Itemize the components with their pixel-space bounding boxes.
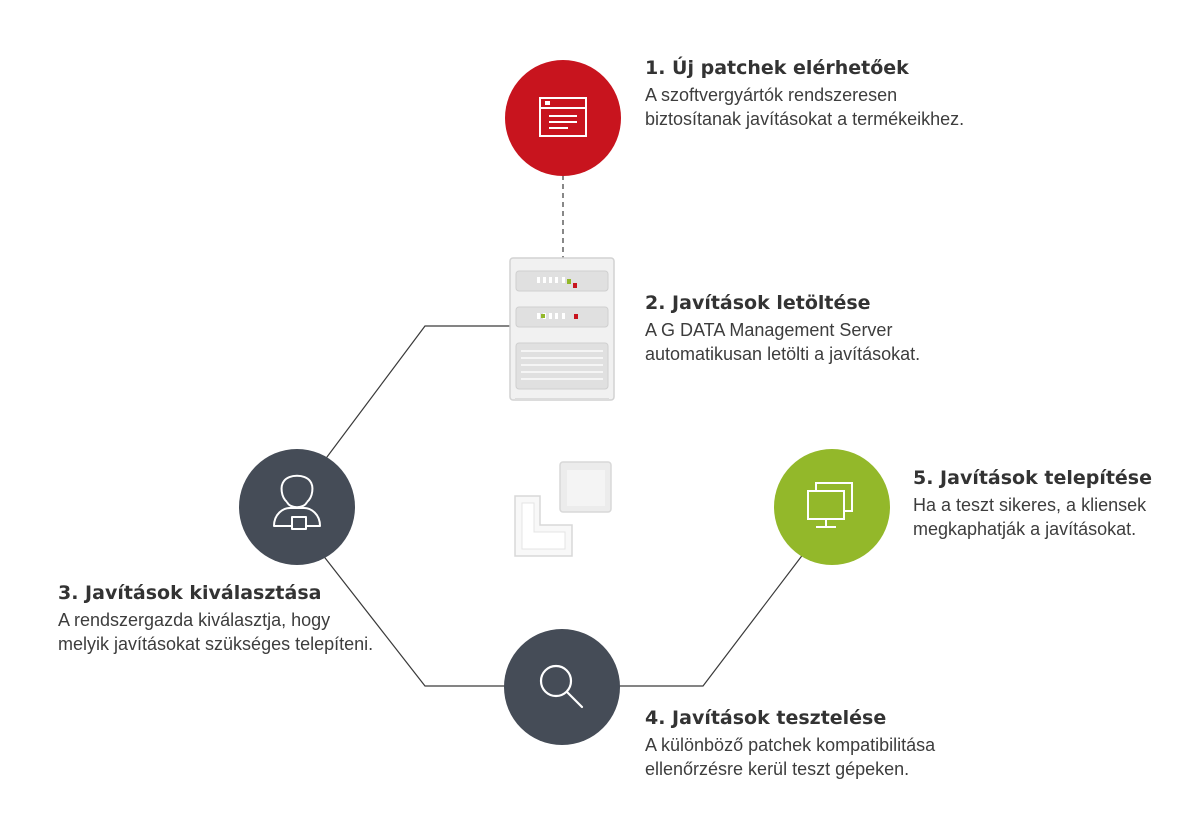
magnifier-icon xyxy=(539,664,584,709)
connector-server-to-admin xyxy=(317,325,510,470)
logo-mark xyxy=(514,461,612,557)
step-title: 2. Javítások letöltése xyxy=(645,292,871,314)
step-1-node xyxy=(505,60,621,176)
description-line: Ha a teszt sikeres, a kliensek xyxy=(913,495,1147,515)
step-title: 4. Javítások tesztelése xyxy=(645,707,887,729)
description-line: ellenőrzésre kerül teszt gépeken. xyxy=(645,759,910,779)
step-description: A G DATA Management Server automatikusan… xyxy=(645,318,920,366)
description-line: melyik javításokat szükséges telepíteni. xyxy=(58,634,374,654)
connector-test-to-install xyxy=(618,552,805,687)
description-line: A szoftvergyártók rendszeresen xyxy=(645,85,898,105)
description-line: A különböző patchek kompatibilitása xyxy=(645,735,936,755)
description-line: biztosítanak javításokat a termékeikhez. xyxy=(645,109,965,129)
step-2-text: 2. Javítások letöltése A G DATA Manageme… xyxy=(645,291,920,366)
step-title: 3. Javítások kiválasztása xyxy=(58,582,322,604)
step-3-text: 3. Javítások kiválasztása A rendszergazd… xyxy=(58,581,373,656)
step-description: Ha a teszt sikeres, a kliensek megkaphat… xyxy=(913,493,1152,541)
step-title: 1. Új patchek elérhetőek xyxy=(645,57,909,79)
step-4-node xyxy=(504,629,620,745)
description-line: automatikusan letölti a javításokat. xyxy=(645,344,921,364)
description-line: megkaphatják a javításokat. xyxy=(913,519,1137,539)
step-1-text: 1. Új patchek elérhetőek A szoftvergyárt… xyxy=(645,56,964,131)
description-line: A G DATA Management Server xyxy=(645,320,893,340)
step-3-node xyxy=(239,449,355,565)
browser-window-icon xyxy=(539,97,587,137)
monitors-icon xyxy=(807,482,853,528)
server-icon xyxy=(509,257,615,401)
step-title: 5. Javítások telepítése xyxy=(913,467,1153,489)
description-line: A rendszergazda kiválasztja, hogy xyxy=(58,610,331,630)
step-5-node xyxy=(774,449,890,565)
step-5-text: 5. Javítások telepítése Ha a teszt siker… xyxy=(913,466,1152,541)
step-description: A szoftvergyártók rendszeresen biztosíta… xyxy=(645,83,964,131)
step-description: A rendszergazda kiválasztja, hogy melyik… xyxy=(58,608,373,656)
administrator-icon xyxy=(273,474,321,530)
connector-admin-to-test xyxy=(321,553,506,687)
step-4-text: 4. Javítások tesztelése A különböző patc… xyxy=(645,706,935,781)
step-description: A különböző patchek kompatibilitása elle… xyxy=(645,733,935,781)
